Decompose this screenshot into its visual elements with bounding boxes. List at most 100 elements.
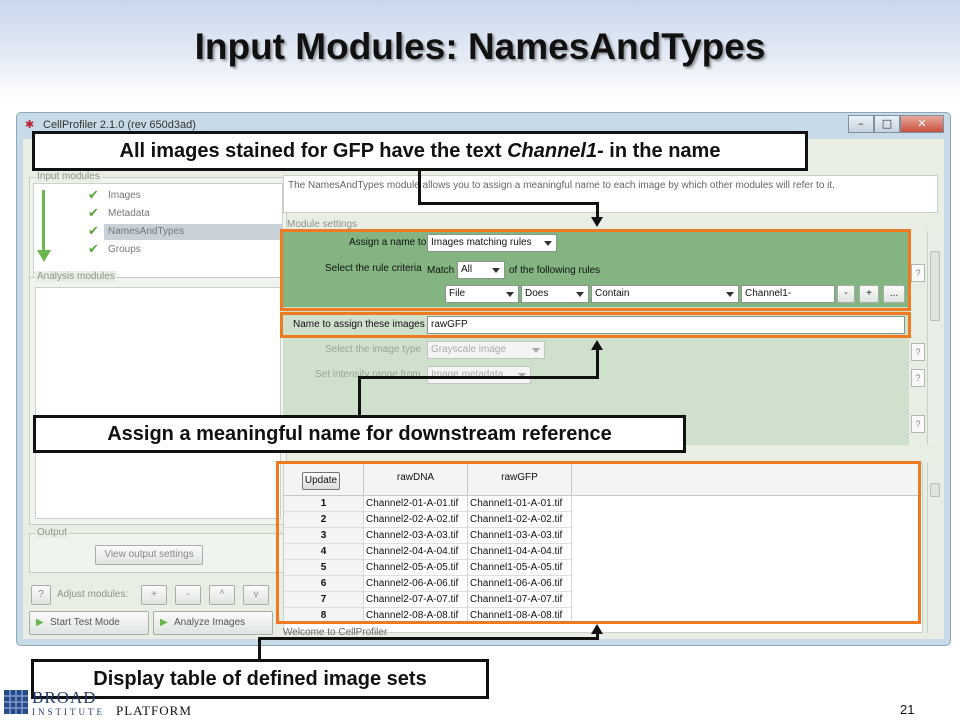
module-description-text: The NamesAndTypes module allows you to a… xyxy=(288,180,835,191)
module-description: The NamesAndTypes module allows you to a… xyxy=(283,175,938,213)
chevron-down-icon xyxy=(492,268,500,273)
connector-line xyxy=(358,376,599,379)
chevron-down-icon xyxy=(506,292,514,297)
page-number: 21 xyxy=(900,702,915,717)
close-button[interactable]: ✕ xyxy=(900,115,944,133)
module-settings-label: Module settings xyxy=(287,219,358,230)
rule-predicate-dropdown[interactable]: Contain xyxy=(591,285,739,303)
row-number: 7 xyxy=(284,592,364,608)
rule-subject-value: File xyxy=(449,288,466,299)
output-label: Output xyxy=(35,527,70,538)
table-row[interactable]: 4 Channel2-04-A-04.tif Channel1-04-A-04.… xyxy=(284,544,922,560)
table-cell: Channel2-03-A-03.tif xyxy=(364,528,468,544)
window-titlebar: ✱ CellProfiler 2.1.0 (rev 650d3ad) – □ ✕ xyxy=(17,113,950,137)
rule-subject-dropdown[interactable]: File xyxy=(445,285,519,303)
match-label: Match xyxy=(427,265,455,276)
connector-line xyxy=(596,202,599,218)
table-row[interactable]: 5 Channel2-05-A-05.tif Channel1-05-A-05.… xyxy=(284,560,922,576)
table-scrollbar[interactable] xyxy=(927,463,941,633)
broad-logo-icon xyxy=(4,690,28,714)
maximize-button[interactable]: □ xyxy=(874,115,900,133)
window-client-area: Input modules ✔ Images ✔ Metadata ✔ Name… xyxy=(23,139,944,639)
window-controls: – □ ✕ xyxy=(848,115,944,133)
platform-label: PLATFORM xyxy=(116,703,192,718)
help-button[interactable]: ? xyxy=(31,585,51,605)
table-cell: Channel2-01-A-01.tif xyxy=(364,496,468,512)
match-dropdown[interactable]: All xyxy=(457,261,505,279)
view-output-settings-button[interactable]: View output settings xyxy=(95,545,203,565)
app-icon: ✱ xyxy=(25,118,35,131)
module-item-groups[interactable]: ✔ Groups xyxy=(88,242,141,258)
remove-rule-button[interactable]: - xyxy=(837,285,855,303)
table-row[interactable]: 3 Channel2-03-A-03.tif Channel1-03-A-03.… xyxy=(284,528,922,544)
rule-operator-dropdown[interactable]: Does xyxy=(521,285,589,303)
image-sets-table: Update rawDNA rawGFP 1 Channel2-01-A-01.… xyxy=(283,463,923,633)
chevron-down-icon xyxy=(518,373,526,378)
row-number: 2 xyxy=(284,512,364,528)
analyze-images-label: Analyze Images xyxy=(174,617,246,628)
add-module-button[interactable]: + xyxy=(141,585,167,605)
table-row[interactable]: 2 Channel2-02-A-02.tif Channel1-02-A-02.… xyxy=(284,512,922,528)
connector-line xyxy=(418,202,599,205)
module-item-namesandtypes[interactable]: ✔ NamesAndTypes xyxy=(88,224,282,240)
move-down-button[interactable]: v xyxy=(243,585,269,605)
table-row[interactable]: 6 Channel2-06-A-06.tif Channel1-06-A-06.… xyxy=(284,576,922,592)
minimize-button[interactable]: – xyxy=(848,115,874,133)
name-to-assign-label: Name to assign these images xyxy=(293,319,425,330)
remove-module-button[interactable]: - xyxy=(175,585,201,605)
match-value: All xyxy=(461,264,473,275)
rule-operator-value: Does xyxy=(525,288,549,299)
assign-name-dropdown[interactable]: Images matching rules xyxy=(427,234,557,252)
move-up-button[interactable]: ^ xyxy=(209,585,235,605)
analysis-modules-list[interactable] xyxy=(35,287,281,519)
chevron-down-icon xyxy=(576,292,584,297)
start-test-mode-button[interactable]: ▶ Start Test Mode xyxy=(29,611,149,635)
help-button[interactable]: ? xyxy=(911,415,925,433)
image-type-dropdown[interactable]: Grayscale image xyxy=(427,341,545,359)
module-item-images[interactable]: ✔ Images xyxy=(88,188,141,204)
scrollbar-thumb[interactable] xyxy=(930,251,940,321)
name-highlight-box xyxy=(280,312,911,338)
chevron-down-icon xyxy=(726,292,734,297)
module-item-metadata[interactable]: ✔ Metadata xyxy=(88,206,150,222)
assign-name-value: Images matching rules xyxy=(431,237,532,248)
table-row[interactable]: 1 Channel2-01-A-01.tif Channel1-01-A-01.… xyxy=(284,496,922,512)
table-cell: Channel1-07-A-07.tif xyxy=(468,592,572,608)
update-button[interactable]: Update xyxy=(302,472,340,490)
chevron-down-icon xyxy=(544,241,552,246)
intensity-range-dropdown[interactable]: Image metadata xyxy=(427,366,531,384)
callout-text-italic: Channel1- xyxy=(507,140,604,162)
column-header-rawdna[interactable]: rawDNA xyxy=(364,464,468,496)
settings-scrollbar[interactable] xyxy=(927,231,941,445)
add-rule-button[interactable]: + xyxy=(859,285,879,303)
rule-value-input[interactable]: Channel1- xyxy=(741,285,835,303)
help-button[interactable]: ? xyxy=(911,369,925,387)
intensity-range-value: Image metadata xyxy=(431,369,504,380)
help-button[interactable]: ? xyxy=(911,264,925,282)
connector-line xyxy=(258,638,261,662)
input-modules-label: Input modules xyxy=(35,171,102,182)
table-row[interactable]: 7 Channel2-07-A-07.tif Channel1-07-A-07.… xyxy=(284,592,922,608)
table-cell: Channel2-05-A-05.tif xyxy=(364,560,468,576)
pipeline-flow-arrow xyxy=(42,190,45,252)
table-cell: Channel1-01-A-01.tif xyxy=(468,496,572,512)
image-name-input[interactable]: rawGFP xyxy=(427,316,905,334)
rule-more-button[interactable]: ... xyxy=(883,285,905,303)
pipeline-flow-arrow-head xyxy=(37,250,51,262)
analysis-modules-label: Analysis modules xyxy=(35,271,117,282)
analyze-images-button[interactable]: ▶ Analyze Images xyxy=(153,611,273,635)
connector-line xyxy=(596,632,599,640)
rules-highlight-box xyxy=(280,229,911,311)
column-header-rawgfp[interactable]: rawGFP xyxy=(468,464,572,496)
module-label: Images xyxy=(108,190,141,201)
help-button[interactable]: ? xyxy=(911,343,925,361)
row-number: 6 xyxy=(284,576,364,592)
table-cell: Channel2-04-A-04.tif xyxy=(364,544,468,560)
scrollbar-thumb[interactable] xyxy=(930,483,940,497)
table-cell: Channel2-06-A-06.tif xyxy=(364,576,468,592)
module-label: NamesAndTypes xyxy=(108,226,185,237)
table-cell: Channel1-05-A-05.tif xyxy=(468,560,572,576)
table-cell: Channel1-04-A-04.tif xyxy=(468,544,572,560)
arrow-up-icon xyxy=(591,624,603,634)
row-number: 5 xyxy=(284,560,364,576)
